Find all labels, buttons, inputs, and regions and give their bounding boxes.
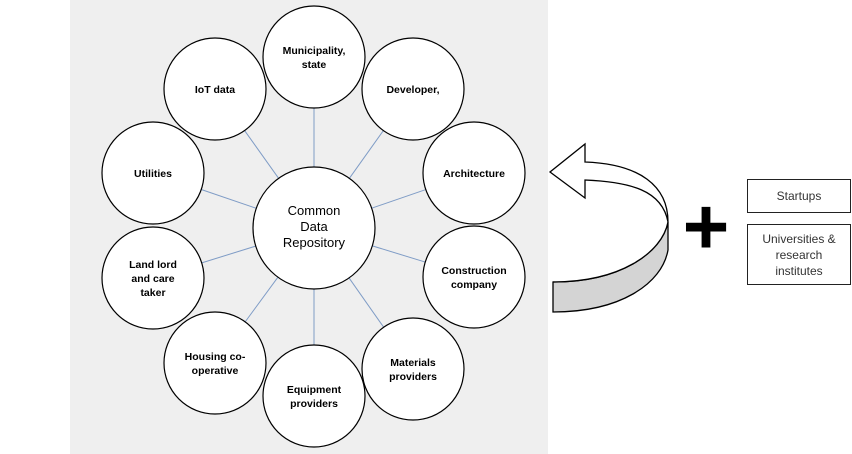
connector-materials bbox=[348, 277, 385, 328]
universities-label: Universities & research institutes bbox=[762, 231, 836, 278]
node-circle-materials bbox=[361, 317, 465, 421]
node-circle-municipality bbox=[262, 5, 366, 109]
startups-box: Startups bbox=[747, 179, 851, 213]
node-developer: Developer, bbox=[361, 37, 465, 141]
node-equipment: Equipment providers bbox=[262, 344, 366, 448]
node-circle-equipment bbox=[262, 344, 366, 448]
universities-box: Universities & research institutes bbox=[747, 224, 851, 285]
node-label-construction: Construction bbox=[441, 265, 506, 277]
node-label-iot: IoT data bbox=[195, 84, 235, 96]
node-landlord: Land lord and care taker bbox=[101, 226, 205, 330]
node-construction: Construction company bbox=[422, 225, 526, 329]
node-utilities: Utilities bbox=[101, 121, 205, 225]
node-iot: IoT data bbox=[163, 37, 267, 141]
node-label-construction: company bbox=[451, 279, 497, 291]
center-node: Common Data Repository bbox=[252, 166, 376, 290]
connector-iot bbox=[244, 130, 280, 179]
node-housing: Housing co-operative bbox=[163, 311, 267, 415]
connector-architecture bbox=[371, 189, 426, 209]
node-label-landlord: Land lord bbox=[129, 259, 177, 271]
node-municipality: Municipality, state bbox=[262, 5, 366, 109]
node-label-equipment: providers bbox=[290, 398, 338, 410]
center-label-line1: Common bbox=[288, 203, 341, 218]
node-label-architecture: Architecture bbox=[443, 168, 505, 180]
connector-developer bbox=[348, 130, 384, 179]
node-label-materials: Materials bbox=[390, 357, 436, 369]
connectors bbox=[201, 108, 426, 345]
node-circle-architecture bbox=[422, 121, 526, 225]
node-label-landlord: taker bbox=[140, 287, 165, 299]
node-circle-developer bbox=[361, 37, 465, 141]
node-label-developer: Developer, bbox=[386, 84, 439, 96]
node-circle-construction bbox=[422, 225, 526, 329]
connector-landlord bbox=[201, 245, 256, 264]
node-circle-housing bbox=[163, 311, 267, 415]
node-label-housing: Housing co- bbox=[185, 351, 246, 363]
center-label-line2: Data bbox=[300, 219, 328, 234]
node-label-municipality: state bbox=[302, 59, 327, 71]
startups-label: Startups bbox=[776, 189, 822, 203]
node-label-materials: providers bbox=[389, 371, 437, 383]
node-label-municipality: Municipality, bbox=[283, 45, 346, 57]
return-arrow-icon bbox=[548, 142, 669, 313]
node-label-equipment: Equipment bbox=[287, 384, 342, 396]
node-circle-landlord bbox=[101, 226, 205, 330]
node-label-landlord: and care bbox=[131, 273, 174, 285]
plus-icon: + bbox=[683, 182, 730, 271]
connector-utilities bbox=[201, 189, 257, 209]
connector-construction bbox=[372, 245, 426, 263]
center-label-line3: Repository bbox=[283, 235, 346, 250]
node-label-utilities: Utilities bbox=[134, 168, 172, 180]
connector-housing bbox=[244, 276, 279, 323]
node-architecture: Architecture bbox=[422, 121, 526, 225]
node-circle-iot bbox=[163, 37, 267, 141]
node-label-housing: operative bbox=[192, 365, 239, 377]
node-materials: Materials providers bbox=[361, 317, 465, 421]
node-circle-utilities bbox=[101, 121, 205, 225]
